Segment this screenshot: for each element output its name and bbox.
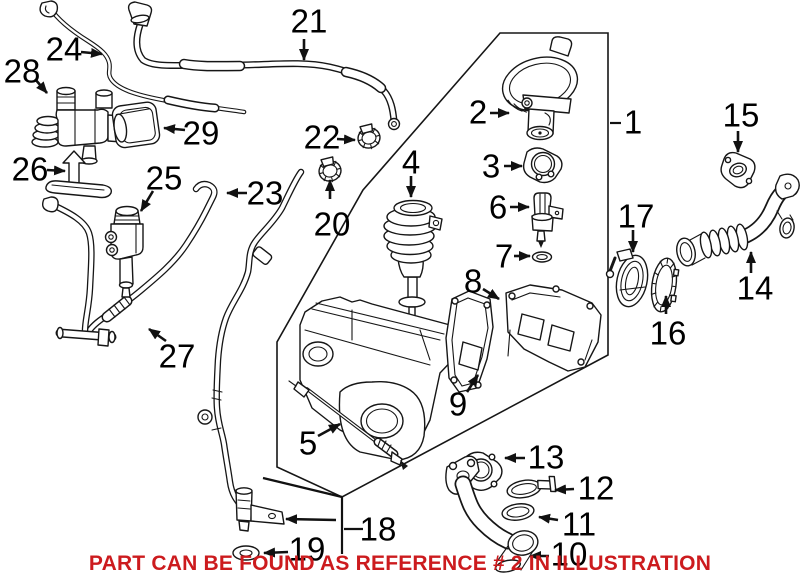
callout-arrow-24 bbox=[80, 47, 103, 58]
assembly-group-outline bbox=[276, 32, 609, 498]
callout-arrow-29 bbox=[163, 124, 186, 135]
callout-label-24: 24 bbox=[46, 31, 83, 68]
washer-19-drawing bbox=[232, 545, 260, 561]
hose-27-left-drawing bbox=[41, 196, 117, 347]
callout-label-3: 3 bbox=[482, 148, 500, 185]
callout-label-14: 14 bbox=[737, 270, 774, 307]
callout-label-21: 21 bbox=[291, 3, 328, 40]
callout-label-17: 17 bbox=[618, 198, 655, 235]
callout-label-5: 5 bbox=[299, 425, 317, 462]
pipe-18-drawing bbox=[197, 168, 305, 532]
callout-label-2: 2 bbox=[469, 94, 487, 131]
callout-label-26: 26 bbox=[12, 151, 49, 188]
manifold-plate-8-drawing bbox=[505, 284, 602, 372]
downpipe-10-drawing bbox=[445, 455, 539, 573]
pressure-converter-25-drawing bbox=[104, 205, 144, 298]
sensor-6-drawing bbox=[531, 192, 564, 248]
clamp-17-drawing bbox=[605, 248, 649, 308]
callout-label-19: 19 bbox=[289, 531, 326, 568]
callout-arrow-26 bbox=[46, 165, 66, 176]
callout-label-6: 6 bbox=[489, 189, 507, 226]
callout-label-1: 1 bbox=[624, 104, 642, 141]
combi-valve-2-drawing bbox=[501, 36, 579, 141]
callout-label-28: 28 bbox=[4, 53, 41, 90]
bracket-26-drawing bbox=[45, 150, 113, 199]
callout-label-13: 13 bbox=[528, 439, 565, 476]
callout-label-8: 8 bbox=[464, 263, 482, 300]
gasket-3-drawing bbox=[522, 147, 563, 184]
seal-ring-11-drawing bbox=[501, 503, 535, 521]
callout-arrow-18 bbox=[285, 514, 337, 525]
callout-label-11: 11 bbox=[562, 506, 596, 543]
callout-label-22: 22 bbox=[304, 119, 341, 156]
callout-label-15: 15 bbox=[723, 97, 760, 134]
callout-arrow-22 bbox=[336, 134, 356, 145]
callout-label-27: 27 bbox=[159, 338, 196, 375]
reference-note: PART CAN BE FOUND AS REFERENCE # 2 IN IL… bbox=[88, 552, 712, 575]
callout-label-12: 12 bbox=[578, 470, 615, 507]
egr-valve-4-drawing bbox=[383, 199, 443, 317]
canister-29-drawing bbox=[111, 101, 161, 149]
pressure-pipe-14-drawing bbox=[676, 173, 800, 267]
callout-arrow-9 bbox=[465, 374, 480, 393]
callout-label-10: 10 bbox=[551, 536, 588, 573]
clamp-22-drawing bbox=[357, 123, 381, 150]
hose-23-27-drawing bbox=[84, 180, 218, 337]
callout-arrow-11 bbox=[538, 513, 559, 524]
gasket-15-drawing bbox=[720, 151, 756, 189]
callout-arrow-27 bbox=[148, 327, 167, 343]
callout-layer: 1234567891011121314151617181920212223242… bbox=[4, 3, 774, 573]
leader-18-diagonal bbox=[262, 476, 343, 499]
callout-arrow-25 bbox=[139, 190, 155, 212]
callout-label-18: 18 bbox=[360, 511, 397, 548]
sensor-pipe-5-drawing bbox=[288, 380, 408, 470]
callout-arrow-28 bbox=[34, 78, 48, 94]
callout-label-20: 20 bbox=[314, 206, 351, 243]
pipe-24-drawing bbox=[39, 0, 247, 115]
callout-label-29: 29 bbox=[183, 115, 220, 152]
callout-arrow-5 bbox=[317, 422, 341, 438]
egr-cooler-drawing bbox=[299, 296, 463, 461]
callout-arrow-19 bbox=[263, 547, 289, 558]
callout-label-25: 25 bbox=[146, 160, 183, 197]
gasket-9-drawing bbox=[445, 290, 494, 393]
callout-label-4: 4 bbox=[402, 144, 420, 181]
clamp-12-drawing bbox=[506, 475, 557, 499]
o-ring-7-drawing bbox=[531, 251, 553, 263]
callout-arrow-8 bbox=[482, 287, 500, 301]
callout-arrow-12 bbox=[554, 484, 575, 495]
hose-21-drawing bbox=[127, 1, 401, 131]
callout-label-9: 9 bbox=[449, 386, 467, 423]
callout-label-16: 16 bbox=[650, 315, 687, 352]
callout-label-7: 7 bbox=[495, 238, 513, 275]
callout-label-23: 23 bbox=[247, 175, 284, 212]
